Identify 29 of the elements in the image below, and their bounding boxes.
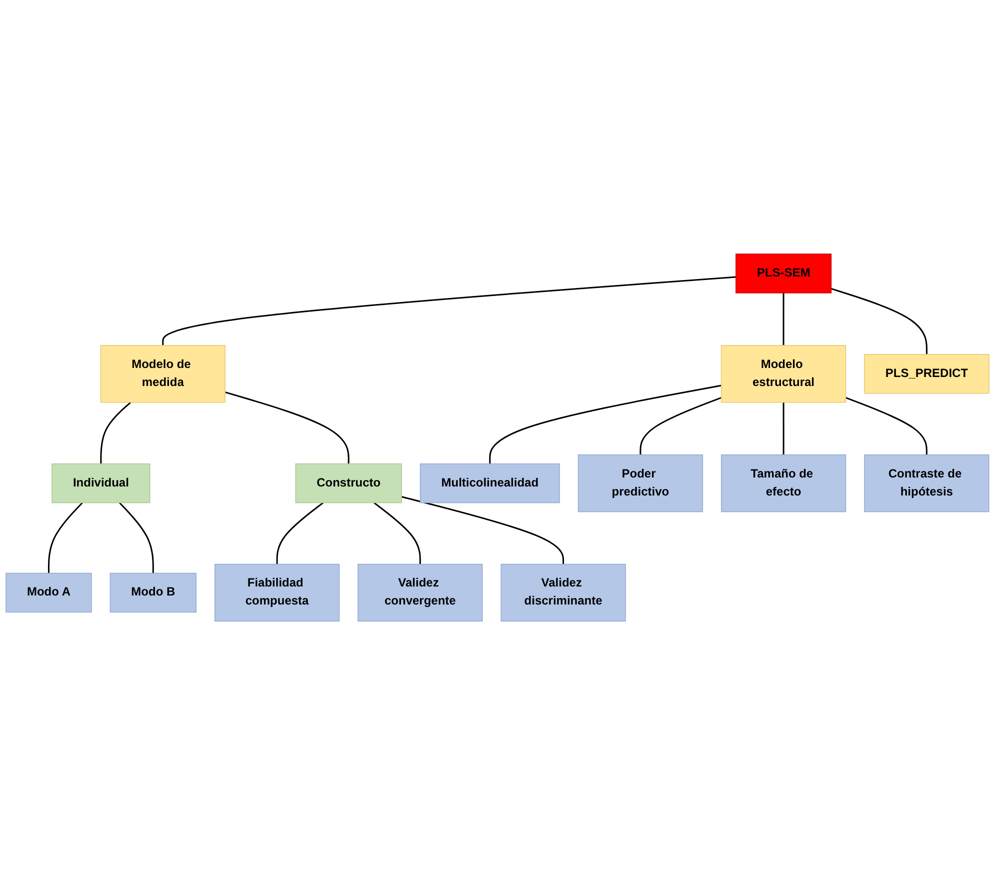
node-box: Validez discriminante [500, 564, 626, 622]
connector [48, 502, 83, 574]
node-box: Fiabilidad compuesta [214, 564, 340, 622]
node-box: Modelo de medida [100, 345, 226, 404]
node-box: Poder predictivo [578, 454, 703, 513]
connector [374, 502, 421, 565]
node-box: Tamaño de efecto [720, 454, 846, 513]
connector [100, 402, 132, 464]
node-box: Modo A [6, 573, 92, 613]
node-box: Contraste de hipótesis [864, 454, 990, 513]
node-box: Constructo [295, 464, 402, 504]
node-box: Validez convergente [358, 564, 483, 622]
node-box: PLS_PREDICT [864, 354, 990, 394]
node-box: Individual [52, 464, 150, 504]
connector [830, 288, 928, 355]
connector [640, 397, 722, 456]
connector [782, 293, 784, 346]
connector [276, 502, 324, 565]
node-box: PLS-SEM [736, 254, 832, 294]
connector [224, 392, 350, 464]
connector [119, 502, 154, 574]
connector [401, 496, 564, 565]
node-box: Modelo estructural [720, 345, 846, 404]
connector [489, 385, 722, 464]
node-box: Modo B [110, 573, 196, 613]
connector [782, 402, 784, 456]
connector [162, 276, 736, 346]
node-box: Multicolinealidad [420, 464, 560, 504]
connector [845, 397, 928, 456]
